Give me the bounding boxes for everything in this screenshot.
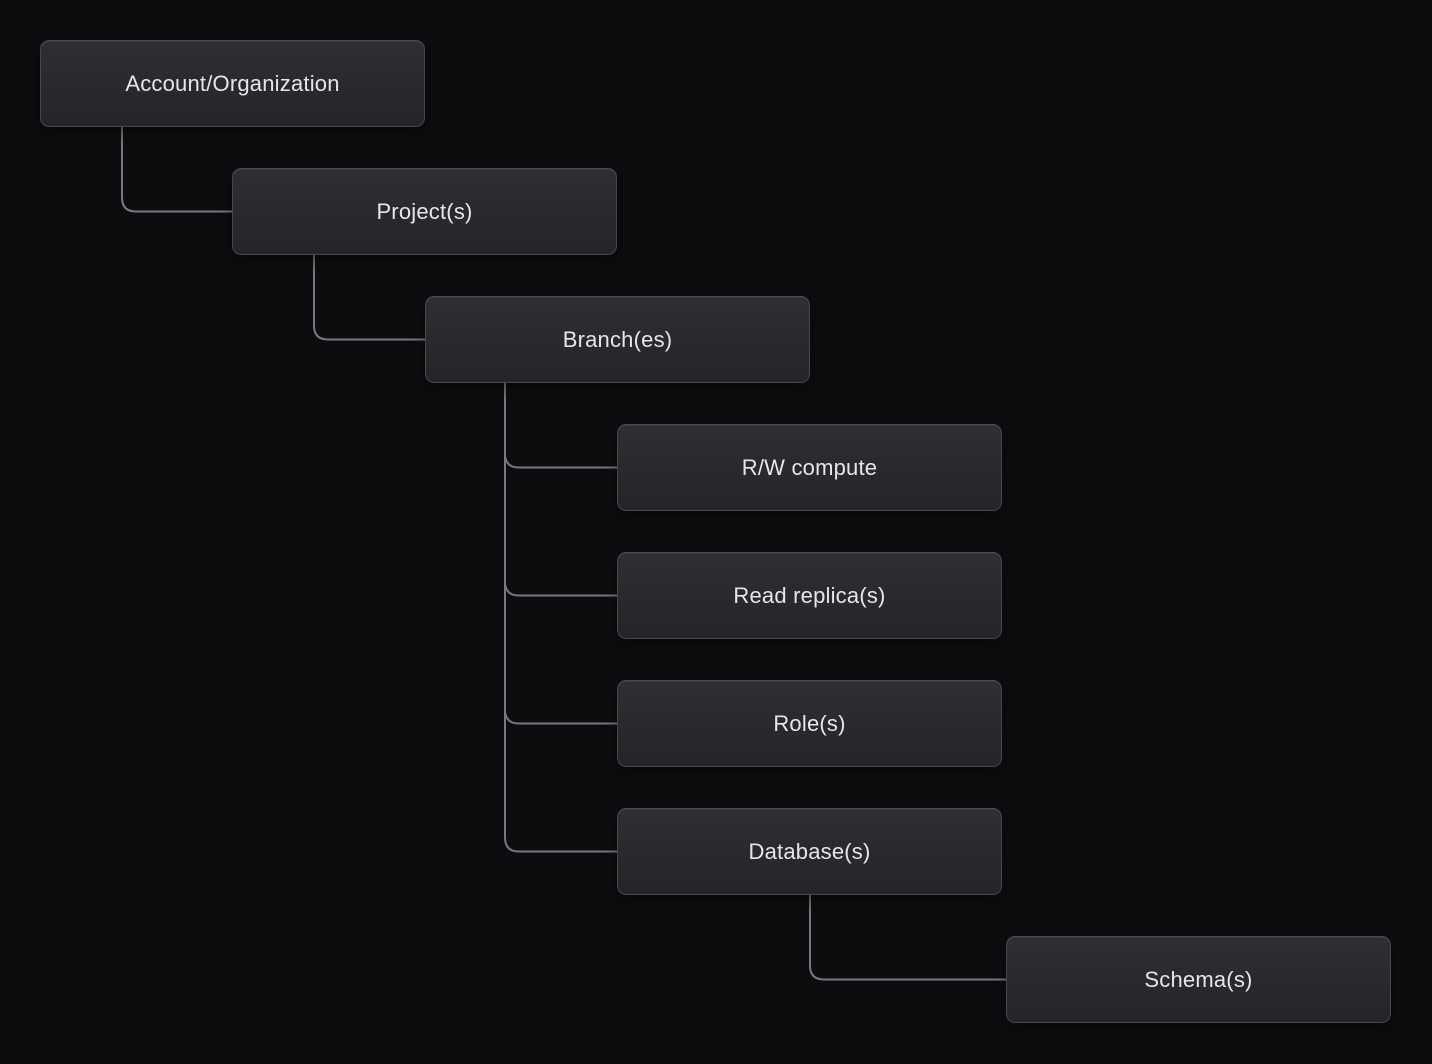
connector-branches-to-roles: [504, 383, 617, 725]
node-label: Project(s): [376, 198, 473, 224]
node-read-replicas: Read replica(s): [617, 552, 1002, 639]
node-label: Branch(es): [562, 326, 673, 352]
connector-projects-to-branches: [313, 255, 425, 341]
connector-branches-to-databases: [504, 383, 617, 853]
node-account: Account/Organization: [40, 40, 425, 127]
connector-branches-to-read-replicas: [504, 383, 617, 597]
node-schemas: Schema(s): [1006, 936, 1391, 1023]
node-rw-compute: R/W compute: [617, 424, 1002, 511]
node-label: Role(s): [773, 710, 846, 736]
node-databases: Database(s): [617, 808, 1002, 895]
connector-databases-to-schemas: [809, 895, 1006, 981]
node-label: Read replica(s): [733, 582, 886, 608]
node-branches: Branch(es): [425, 296, 810, 383]
node-projects: Project(s): [232, 168, 617, 255]
node-label: Schema(s): [1144, 966, 1253, 992]
connector-account-to-projects: [121, 127, 232, 213]
connector-branches-to-rw-compute: [504, 383, 617, 469]
node-label: Account/Organization: [125, 70, 340, 96]
node-roles: Role(s): [617, 680, 1002, 767]
node-label: Database(s): [748, 838, 871, 864]
node-label: R/W compute: [741, 454, 878, 480]
